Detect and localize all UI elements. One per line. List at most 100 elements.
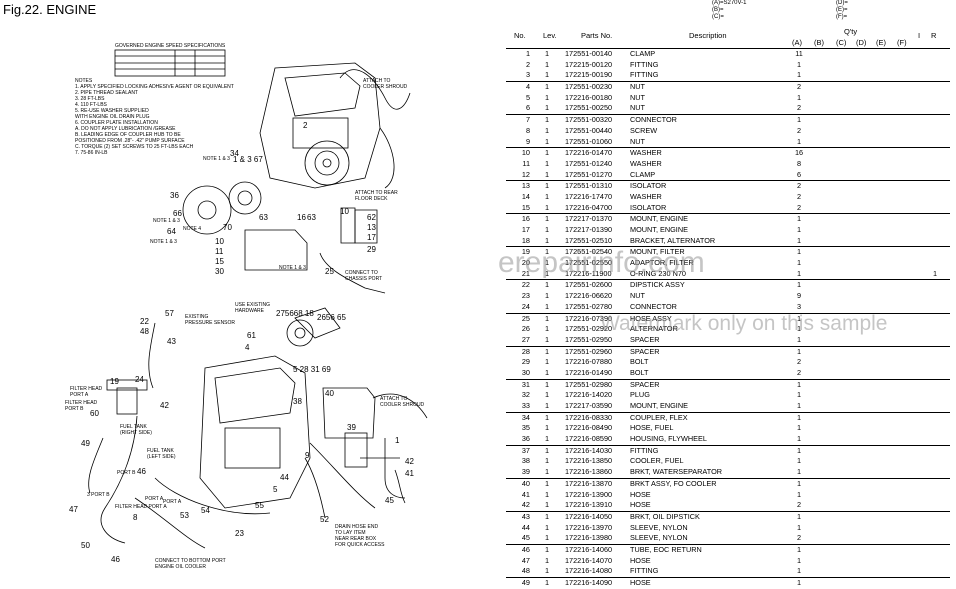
row-qty-a: 1 <box>796 478 802 488</box>
callout-62: 62 <box>367 213 376 222</box>
row-parts-no: 172551-02600 <box>565 280 613 290</box>
row-no: 17 <box>521 225 530 234</box>
row-qty-a: 1 <box>796 566 802 576</box>
row-description: NUT <box>630 103 645 113</box>
row-parts-no: 172551-00250 <box>565 103 613 113</box>
callout-10: 10 <box>215 237 224 246</box>
row-description: CLAMP <box>630 49 656 58</box>
row-no: 38 <box>521 456 530 466</box>
label-note-1-3-c: NOTE 1 & 3 <box>150 239 177 245</box>
svg-text:COOLER SHROUD: COOLER SHROUD <box>363 84 408 90</box>
row-description: FITTING <box>630 445 659 455</box>
row-lev: 1 <box>544 511 550 521</box>
label-port-b: PORT B <box>117 470 136 476</box>
row-lev: 1 <box>544 555 550 565</box>
row-lev: 1 <box>544 533 550 543</box>
row-no: 24 <box>521 301 530 311</box>
row-no: 37 <box>521 445 530 455</box>
row-description: BOLT <box>630 367 649 377</box>
callout-43: 43 <box>167 337 176 346</box>
row-no: 27 <box>521 334 530 344</box>
row-description: COOLER, FUEL <box>630 456 684 466</box>
callout-11: 11 <box>215 247 224 256</box>
callout-46b: 46 <box>111 555 120 564</box>
row-parts-no: 172551-02960 <box>565 346 613 356</box>
callout-10b: 10 <box>340 207 349 216</box>
callout-57: 57 <box>165 309 174 318</box>
row-lev: 1 <box>544 158 550 168</box>
row-lev: 1 <box>544 49 550 58</box>
row-lev: 1 <box>544 412 550 422</box>
row-qty-a: 1 <box>796 423 802 433</box>
fuel-cooler-bracket <box>322 387 376 439</box>
row-qty-a: 1 <box>796 390 802 400</box>
callout-44: 44 <box>280 473 289 482</box>
row-parts-no: 172216-14020 <box>565 390 613 400</box>
row-qty-a: 1 <box>796 268 802 278</box>
row-description: BRACKET, ALTERNATOR <box>630 235 716 245</box>
row-description: SPACER <box>630 346 660 356</box>
row-parts-no: 172216-08490 <box>565 423 613 433</box>
row-qty-a: 2 <box>796 367 802 377</box>
row-lev: 1 <box>544 103 550 113</box>
row-parts-no: 172551-01270 <box>565 169 613 179</box>
row-no: 26 <box>521 324 530 334</box>
note-line-4: 4. 110 FT-LBS <box>75 102 108 108</box>
table-header: No. Lev. Parts No. Description Q'ty (A) … <box>506 26 950 48</box>
svg-text:FOR QUICK ACCESS: FOR QUICK ACCESS <box>335 542 385 548</box>
callout-2656-65: 2656 65 <box>317 313 346 322</box>
row-no: 46 <box>521 544 530 554</box>
row-qty-a: 2 <box>796 500 802 510</box>
row-lev: 1 <box>544 334 550 344</box>
row-qty-a: 1 <box>796 467 802 477</box>
row-lev: 1 <box>544 70 550 80</box>
row-parts-no: 172551-00320 <box>565 115 613 125</box>
row-description: COUPLER, FLEX <box>630 412 688 422</box>
row-description: NUT <box>630 92 645 102</box>
row-lev: 1 <box>544 456 550 466</box>
row-description: BOLT <box>630 357 649 367</box>
row-no: 34 <box>521 412 530 422</box>
row-no: 11 <box>522 158 530 168</box>
svg-text:CHASSIS PORT: CHASSIS PORT <box>345 276 382 282</box>
row-no: 31 <box>521 379 530 389</box>
svg-text:(LEFT SIDE): (LEFT SIDE) <box>147 454 176 460</box>
label-attach-cooler-shroud-2: ATTACH TO <box>380 396 408 402</box>
header-lev: Lev. <box>543 31 557 40</box>
row-lev: 1 <box>544 434 550 444</box>
row-no: 22 <box>521 280 530 290</box>
callout-9: 9 <box>305 451 310 460</box>
row-qty-a: 1 <box>796 401 802 410</box>
row-qty-a: 1 <box>796 456 802 466</box>
row-qty-a: 16 <box>794 148 804 158</box>
notes: NOTES 1. APPLY SPECIFIED LOCKING ADHESIV… <box>75 78 234 156</box>
model-b: (B)= <box>712 7 724 13</box>
row-lev: 1 <box>544 379 550 389</box>
row-description: ISOLATOR <box>630 202 667 212</box>
row-description: NUT <box>630 82 645 92</box>
row-parts-no: 172216-00180 <box>565 92 613 102</box>
figure-title: Fig.22. ENGINE <box>3 2 97 17</box>
hose-a <box>148 322 156 389</box>
row-description: BRKT ASSY, FO COOLER <box>630 478 717 488</box>
callout-2: 2 <box>303 121 308 130</box>
row-qty-a: 1 <box>796 445 802 455</box>
row-no: 2 <box>525 59 530 69</box>
row-description: FITTING <box>630 70 659 80</box>
row-lev: 1 <box>544 346 550 356</box>
row-description: HOSE ASSY <box>630 313 672 323</box>
row-description: SPACER <box>630 379 660 389</box>
engine-drawing: GOVERNED ENGINE SPEED SPECIFICATIONS NOT… <box>65 43 428 570</box>
callout-4: 4 <box>245 343 250 352</box>
